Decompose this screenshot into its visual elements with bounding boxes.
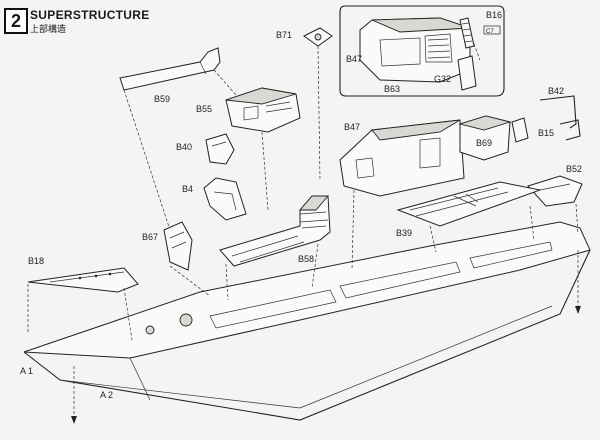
label-b16: B16 — [486, 10, 502, 20]
part-b71: B71 — [276, 27, 333, 181]
step-number: 2 — [4, 8, 28, 34]
label-b69: B69 — [476, 138, 492, 148]
step-title: SUPERSTRUCTURE — [30, 8, 150, 22]
part-b40: B40 — [176, 133, 235, 165]
detail-callout: B16 C7 B47 B63 G32 — [339, 5, 505, 97]
label-b71: B71 — [276, 30, 292, 40]
label-a1: A 1 — [20, 366, 33, 376]
part-b15: B15 — [511, 117, 581, 143]
label-b58: B58 — [298, 254, 314, 264]
label-b15: B15 — [538, 128, 554, 138]
label-g32: G32 — [434, 74, 451, 84]
label-b55: B55 — [196, 104, 212, 114]
part-b59: B59 — [119, 47, 259, 231]
label-a2: A 2 — [100, 390, 113, 400]
part-b52: B52 — [527, 164, 583, 207]
step-subtitle: 上部構造 — [30, 24, 67, 34]
label-b59: B59 — [154, 94, 170, 104]
label-b47: B47 — [344, 122, 360, 132]
label-b47-detail: B47 — [346, 54, 362, 64]
part-b69: B69 — [458, 115, 512, 161]
label-b4: B4 — [182, 184, 193, 194]
part-b39: B39 — [396, 181, 542, 238]
part-b18: B18 — [27, 256, 139, 293]
label-b40: B40 — [176, 142, 192, 152]
label-b18: B18 — [28, 256, 44, 266]
part-b47: B47 — [339, 119, 465, 197]
part-b55: B55 — [196, 87, 301, 211]
part-b58: B58 — [219, 195, 331, 267]
label-b67: B67 — [142, 232, 158, 242]
label-b39: B39 — [396, 228, 412, 238]
part-b4: B4 — [182, 177, 247, 221]
part-b67: B67 — [142, 221, 193, 271]
label-b52: B52 — [566, 164, 582, 174]
label-b63: B63 — [384, 84, 400, 94]
hull — [23, 221, 591, 421]
leader-lines — [27, 189, 581, 424]
label-c7: C7 — [486, 29, 494, 35]
part-b42: B42 — [539, 86, 577, 129]
label-b42: B42 — [548, 86, 564, 96]
